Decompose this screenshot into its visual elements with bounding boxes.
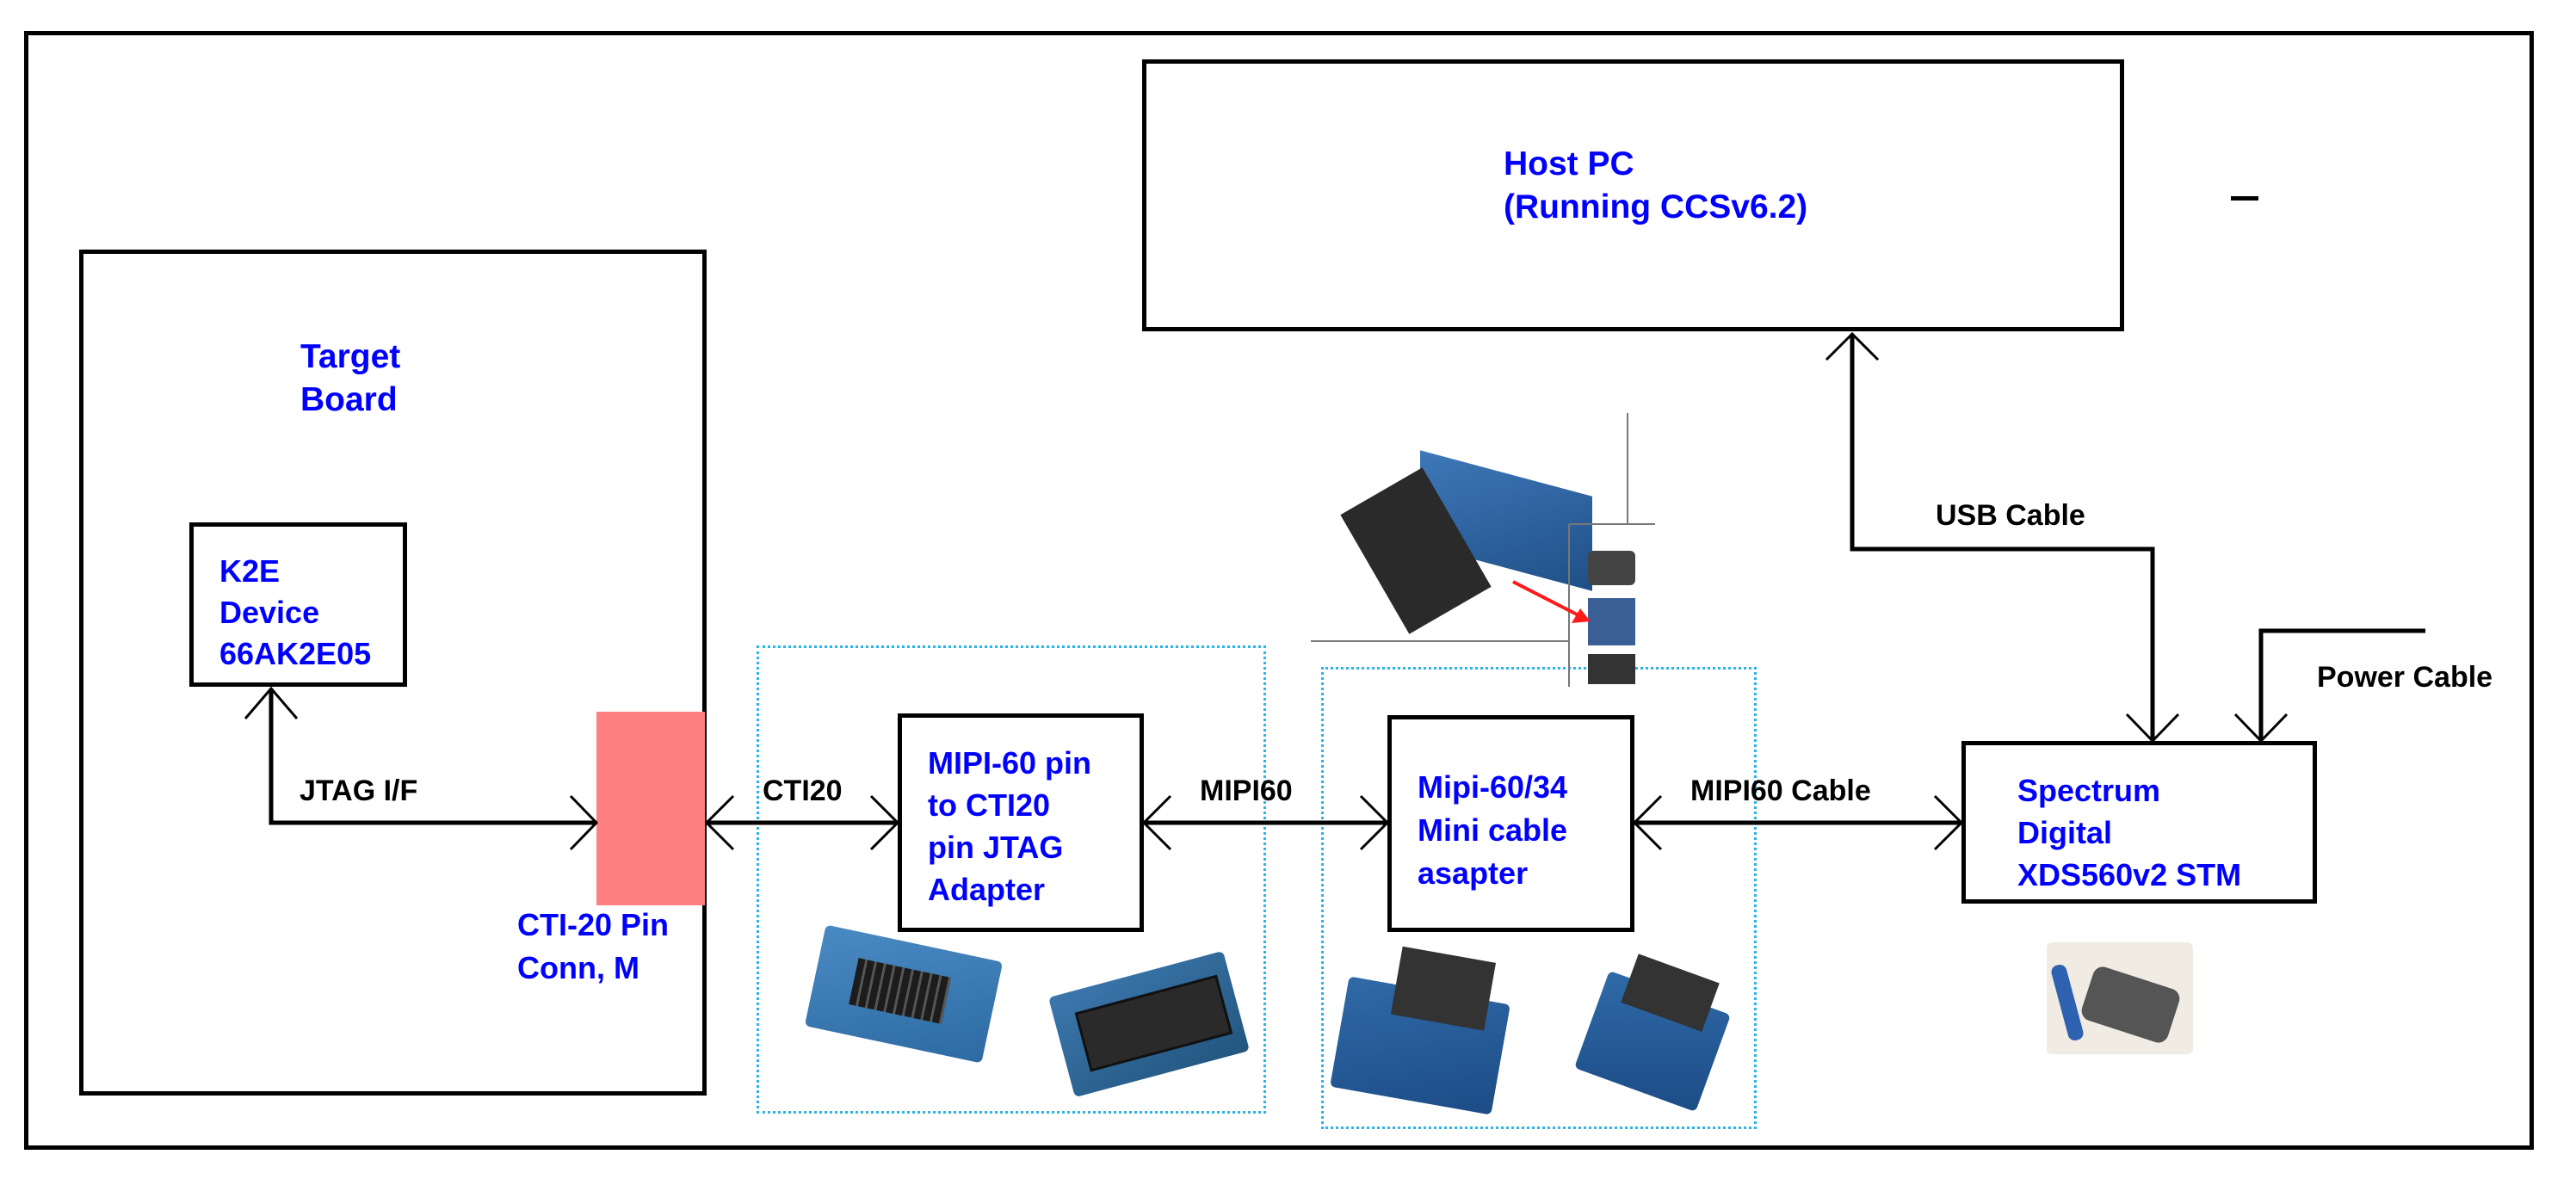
emulator-photo — [2047, 942, 2193, 1054]
jtag-arrow-right — [569, 794, 599, 851]
emulator-line3: XDS560v2 STM — [2017, 857, 2242, 892]
red-pointer-arrow — [1512, 580, 1591, 623]
mipi60-label: MIPI60 — [1200, 775, 1293, 807]
emulator-box[interactable]: Spectrum Digital XDS560v2 STM — [1961, 741, 2317, 904]
usb-arrow-up — [1825, 331, 1880, 361]
k2e-device-box[interactable]: K2E Device 66AK2E05 — [189, 522, 407, 687]
power-cable-label: Power Cable — [2317, 661, 2493, 694]
outer-frame — [24, 31, 2534, 1150]
mini-cable-group — [1321, 667, 1757, 1129]
power-line — [2258, 628, 2425, 741]
adapter-line1: MIPI-60 pin — [928, 745, 1092, 781]
adapter-line4: Adapter — [928, 872, 1046, 907]
k2e-name: K2E — [219, 553, 281, 589]
jtag-arrow-up — [244, 686, 299, 719]
adapter-group — [757, 645, 1266, 1114]
cti-label-line1: CTI-20 Pin — [517, 907, 670, 942]
host-pc-box[interactable]: Host PC (Running CCSv6.2) — [1142, 59, 2124, 331]
mipi60-arrow-right — [1359, 794, 1390, 851]
dash-mark — [2231, 196, 2258, 201]
target-board-title: Target — [300, 338, 401, 375]
cti-connector[interactable] — [596, 712, 705, 905]
usb-line — [1850, 334, 2155, 741]
usb-cable-label: USB Cable — [1936, 499, 2085, 532]
host-pc-title: Host PC — [1504, 145, 1634, 182]
mipi60-cable-arrow-left — [1632, 794, 1663, 851]
target-board-label: Target Board — [300, 336, 400, 422]
mini-cable-label: Mipi-60/34 Mini cable asapter — [1418, 766, 1567, 895]
cti20-arrow-right — [869, 794, 900, 851]
mini-cable-line3: asapter — [1418, 855, 1529, 891]
mipi60-cable-arrow-right — [1933, 794, 1964, 851]
emulator-label: Spectrum Digital XDS560v2 STM — [2017, 769, 2241, 896]
host-pc-label: Host PC (Running CCSv6.2) — [1504, 143, 1807, 229]
cti-label-line2: Conn, M — [517, 950, 639, 985]
power-arrow-down — [2233, 713, 2289, 744]
target-board-subtitle: Board — [300, 381, 398, 418]
k2e-device-word: Device — [219, 595, 320, 630]
host-pc-subtitle: (Running CCSv6.2) — [1504, 188, 1808, 225]
usb-arrow-down — [2125, 713, 2180, 744]
emulator-line1: Spectrum — [2017, 773, 2161, 808]
k2e-device-label: K2E Device 66AK2E05 — [219, 551, 371, 675]
k2e-part-number: 66AK2E05 — [219, 636, 372, 671]
mini-cable-adapter-box[interactable]: Mipi-60/34 Mini cable asapter — [1387, 715, 1634, 932]
adapter-line3: pin JTAG — [928, 830, 1064, 865]
mipi60-arrow-left — [1141, 794, 1172, 851]
adapter-line2: to CTI20 — [928, 787, 1051, 823]
mipi-cti-adapter-box[interactable]: MIPI-60 pin to CTI20 pin JTAG Adapter — [898, 713, 1144, 932]
cti20-label: CTI20 — [763, 775, 843, 807]
jtag-line — [269, 688, 596, 825]
mini-connectors-photo — [1584, 551, 1640, 688]
adapter-label: MIPI-60 pin to CTI20 pin JTAG Adapter — [928, 742, 1091, 910]
target-board-box[interactable]: Target Board — [79, 250, 707, 1096]
jtag-label: JTAG I/F — [300, 775, 418, 807]
emulator-line2: Digital — [2017, 815, 2113, 850]
mipi60-cable-label: MIPI60 Cable — [1690, 775, 1871, 807]
cti-connector-label: CTI-20 Pin Conn, M — [517, 904, 669, 990]
mini-cable-line1: Mipi-60/34 — [1418, 769, 1568, 805]
mini-cable-line2: Mini cable — [1418, 812, 1568, 848]
cti20-arrow-left — [704, 794, 735, 851]
